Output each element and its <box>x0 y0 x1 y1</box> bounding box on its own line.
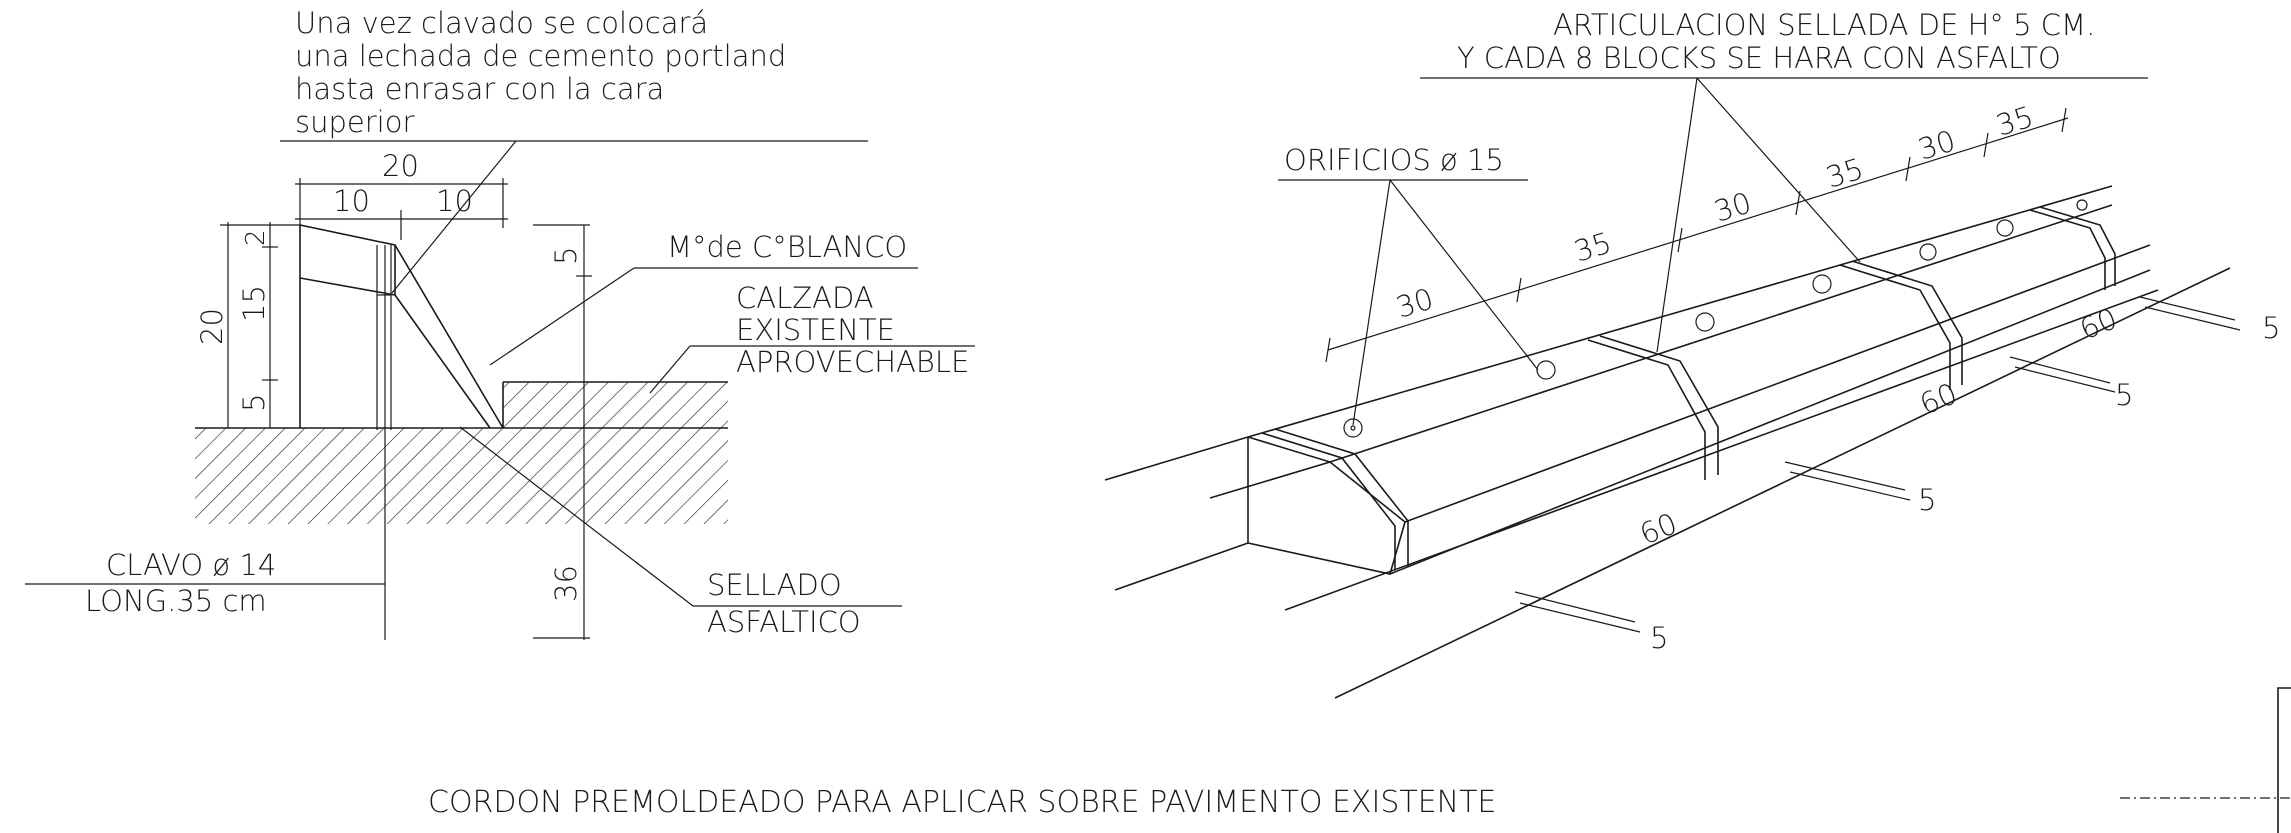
joint-leader-2 <box>1696 77 1861 263</box>
nail-line-b: LONG.35 cm <box>85 584 267 618</box>
isometric-view: ARTICULACION SELLADA DE H° 5 CM. Y CADA … <box>1104 8 2280 699</box>
joint-width-2: 5 <box>1918 483 1936 517</box>
holes-leader-2 <box>1389 179 1539 371</box>
label-joint: ARTICULACION SELLADA DE H° 5 CM. Y CADA … <box>1457 8 2095 75</box>
note-line-1: Una vez clavado se colocará <box>295 6 708 40</box>
note-line-3: hasta enrasar con la cara <box>295 72 664 106</box>
spacing-tick-5 <box>1983 132 1989 158</box>
hole-3 <box>1695 312 1715 332</box>
note-leader <box>391 140 517 294</box>
ground-hatch <box>195 428 728 524</box>
block-end-chamfer <box>1247 436 1331 463</box>
label-nail: CLAVO ø 14 LONG.35 cm <box>85 548 276 618</box>
label-holes: ORIFICIOS ø 15 <box>1284 143 1504 177</box>
holes-leader-1 <box>1352 179 1391 426</box>
curb-left-low <box>1114 542 1249 591</box>
spacing-label-3: 30 <box>1710 185 1755 228</box>
block-length-labels: 60 60 60 <box>1635 301 2122 551</box>
dim-top-right: 10 <box>436 184 473 218</box>
nail-line-a: CLAVO ø 14 <box>106 548 276 582</box>
road-line-2: EXISTENTE <box>736 313 895 347</box>
cross-section: Una vez clavado se colocará una lechada … <box>25 6 975 640</box>
spacing-tick-4 <box>1905 156 1911 182</box>
joint-bands <box>1261 206 2116 570</box>
curb-face-top <box>1404 244 2151 523</box>
curb-inner-line <box>299 277 396 296</box>
spacing-tick-6 <box>2061 107 2067 133</box>
drawing-caption: CORDON PREMOLDEADO PARA APLICAR SOBRE PA… <box>428 785 1496 820</box>
section-note: Una vez clavado se colocará una lechada … <box>295 6 786 139</box>
hole-spacing-labels: 30 35 30 35 30 35 <box>1392 99 2037 324</box>
road-line-1: CALZADA <box>736 281 874 315</box>
road-line-3: APROVECHABLE <box>736 345 969 379</box>
hole-7 <box>2076 199 2088 211</box>
dim-right-top: 5 <box>549 247 583 265</box>
label-road: CALZADA EXISTENTE APROVECHABLE <box>736 281 969 379</box>
spacing-dim-line <box>1327 117 2069 351</box>
block-end-face <box>1247 437 1406 575</box>
hole-1-dot <box>1350 425 1356 431</box>
joint-line-2: Y CADA 8 BLOCKS SE HARA CON ASFALTO <box>1457 41 2061 75</box>
mortar-leader <box>489 267 635 366</box>
curb-base-front <box>1389 269 2151 575</box>
curb-slope-2 <box>394 294 491 429</box>
dim-left-bottom: 5 <box>237 394 271 412</box>
road-line-lower <box>1284 289 2159 611</box>
spacing-tick-2 <box>1677 227 1683 253</box>
frame-corner <box>2277 687 2291 833</box>
spacing-tick-0 <box>1325 337 1331 363</box>
curb-left-top <box>1104 436 1249 481</box>
joint-width-1: 5 <box>1650 621 1668 655</box>
spacing-label-6: 35 <box>1992 99 2037 142</box>
block-length-2: 60 <box>1915 376 1962 421</box>
joint-width-4: 5 <box>2262 311 2280 345</box>
joint-width-marks <box>1514 296 2241 633</box>
dim-left-mid: 15 <box>237 285 271 322</box>
hole-1 <box>1343 418 1363 438</box>
spacing-label-4: 35 <box>1822 151 1867 194</box>
block-length-1: 60 <box>1635 506 1682 551</box>
spacing-label-5: 30 <box>1914 123 1959 166</box>
dim-top-left: 10 <box>333 184 370 218</box>
note-line-4: superior <box>295 105 414 139</box>
joint-width-3: 5 <box>2115 378 2133 412</box>
road-line-bottom <box>1334 267 2231 699</box>
road-leader <box>649 345 691 394</box>
joint-width-labels: 5 5 5 5 <box>1650 311 2280 655</box>
spacing-tick-1 <box>1516 277 1522 303</box>
dim-left-total: 20 <box>195 308 229 345</box>
curb-top-front <box>1329 204 2113 463</box>
seal-line-b: ASFALTICO <box>707 605 861 639</box>
hole-6 <box>1996 219 2014 237</box>
note-line-2: una lechada de cemento portland <box>295 39 786 73</box>
dim-right-bottom: 36 <box>549 565 583 602</box>
curb-profile <box>299 224 504 429</box>
joint-line-1: ARTICULACION SELLADA DE H° 5 CM. <box>1553 8 2095 42</box>
road-hatch <box>503 382 728 428</box>
hole-2 <box>1536 360 1556 380</box>
seal-leader <box>459 426 694 607</box>
holes <box>1343 199 2088 438</box>
curb-left-mid <box>1209 461 1331 499</box>
seal-line-a: SELLADO <box>707 568 842 602</box>
label-seal: SELLADO ASFALTICO <box>707 568 861 639</box>
dim-top-total: 20 <box>382 149 419 183</box>
joint-leader-1 <box>1656 77 1698 353</box>
spacing-tick-3 <box>1795 190 1801 216</box>
label-mortar: M°de C°BLANCO <box>667 230 907 264</box>
hole-4 <box>1812 274 1832 294</box>
hole-5 <box>1919 243 1937 261</box>
curb-top-back <box>1247 185 2113 438</box>
dim-left-top: 2 <box>241 229 271 246</box>
